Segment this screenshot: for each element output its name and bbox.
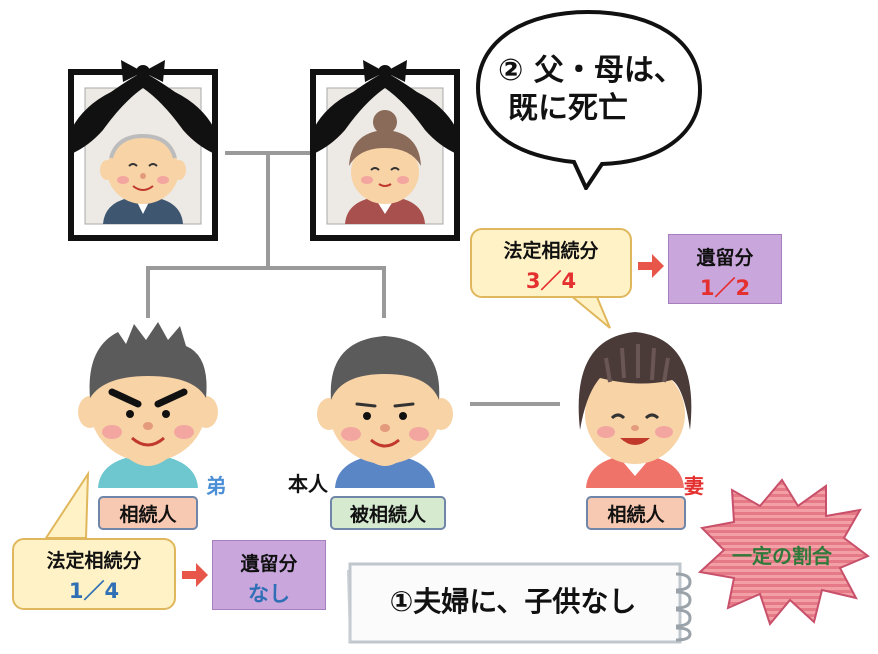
decedent-tag: 被相続人 <box>330 496 446 530</box>
fixed-ratio-badge-text: 一定の割合 <box>732 544 832 568</box>
brother-arrow-icon <box>182 563 208 587</box>
wife-callout-tail <box>562 290 611 329</box>
wife-legal-share-callout: 法定相続分 3／4 <box>470 228 632 298</box>
brother-reserved-share-label: 遺留分 <box>240 553 298 575</box>
note-text: ①夫婦に、子供なし <box>389 585 637 618</box>
wife-figure <box>578 332 692 488</box>
brother-reserved-share-value: なし <box>248 582 290 606</box>
self-name-label: 本人 <box>288 472 328 496</box>
mother-portrait <box>310 60 460 241</box>
wife-heir-tag: 相続人 <box>586 496 686 530</box>
brother-drop-line <box>146 266 150 318</box>
brother-legal-share-callout: 法定相続分 1／4 <box>12 538 176 610</box>
note-card <box>347 562 692 644</box>
father-portrait <box>68 60 218 241</box>
fixed-ratio-badge-burst <box>697 478 870 626</box>
brother-relation-label: 弟 <box>206 474 226 498</box>
wife-relation-label: 妻 <box>684 474 704 498</box>
speech-bubble <box>475 9 703 190</box>
speech-line-1: ② 父・母は、 <box>498 53 684 88</box>
brother-reserved-share-box: 遺留分 なし <box>212 540 326 610</box>
wife-reserved-share-value: 1／2 <box>699 276 751 300</box>
brother-figure <box>78 322 218 488</box>
wife-legal-share-value: 3／4 <box>525 269 577 293</box>
self-drop-line <box>382 266 386 318</box>
wife-reserved-share-box: 遺留分 1／2 <box>668 234 782 304</box>
speech-text: ② 父・母は、 既に死亡 <box>498 52 698 128</box>
self-figure <box>317 336 453 488</box>
brother-heir-tag: 相続人 <box>98 496 198 530</box>
marriage-line <box>470 402 560 406</box>
brother-callout-tail <box>44 470 90 539</box>
speech-line-2: 既に死亡 <box>508 91 628 126</box>
wife-legal-share-label: 法定相続分 <box>503 240 599 262</box>
siblings-bar <box>146 266 386 270</box>
wife-reserved-share-label: 遺留分 <box>696 247 754 269</box>
wife-arrow-icon <box>638 254 664 278</box>
brother-legal-share-value: 1／4 <box>68 579 120 603</box>
parents-drop-line <box>266 151 270 269</box>
brother-legal-share-label: 法定相続分 <box>46 550 142 572</box>
